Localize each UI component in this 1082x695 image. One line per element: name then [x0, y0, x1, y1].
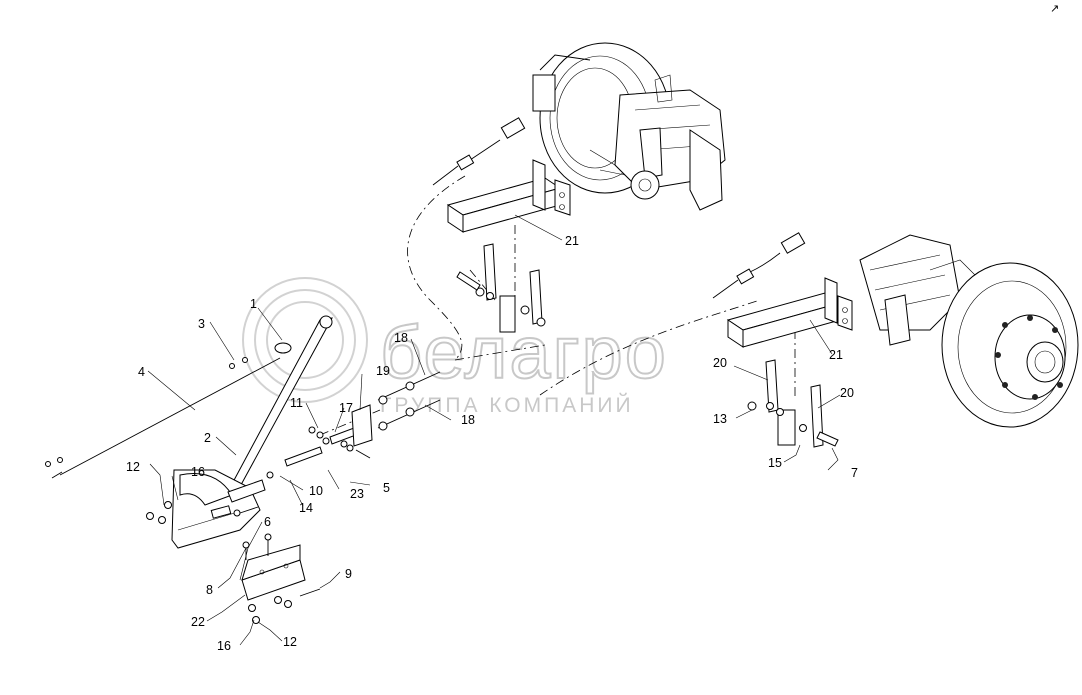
brake-lever-assembly — [146, 315, 333, 549]
callout-21-lower: 21 — [829, 348, 843, 362]
callout-18-upper: 18 — [394, 331, 408, 345]
callout-15: 15 — [768, 456, 782, 470]
callout-12-lower: 12 — [283, 635, 297, 649]
callout-18-lower: 18 — [461, 413, 475, 427]
callout-23: 23 — [350, 487, 364, 501]
callout-9: 9 — [345, 567, 352, 581]
callout-11: 11 — [290, 396, 303, 410]
control-cable — [45, 342, 292, 479]
corner-mark: ↗ — [1050, 2, 1059, 15]
upper-axle-assembly — [532, 42, 726, 211]
callout-labels: 1 2 3 4 5 6 7 8 9 10 11 12 12 13 14 15 1… — [126, 234, 858, 653]
bracket-upper — [446, 159, 571, 233]
callout-16-upper: 16 — [191, 465, 205, 479]
callout-7: 7 — [851, 466, 858, 480]
callout-19: 19 — [376, 364, 390, 378]
linkage-lower — [747, 359, 839, 448]
callout-1: 1 — [250, 297, 257, 311]
brand-watermark: белагро ГРУППА КОМПАНИЙ — [242, 277, 668, 417]
lower-axle-assembly — [859, 234, 1079, 428]
callout-16-lower: 16 — [217, 639, 231, 653]
sensor-cable-lower — [712, 232, 806, 299]
callout-21-upper: 21 — [565, 234, 579, 248]
sensor-cable-upper — [432, 117, 526, 186]
callout-22: 22 — [191, 615, 205, 629]
watermark-brand: белагро — [380, 311, 668, 394]
bracket-lower — [726, 277, 853, 348]
callout-4: 4 — [138, 365, 145, 379]
callout-13: 13 — [713, 412, 727, 426]
callout-20-left: 20 — [713, 356, 727, 370]
callout-5: 5 — [383, 481, 390, 495]
center-shaft — [266, 371, 441, 479]
callout-20-right: 20 — [840, 386, 854, 400]
linkage-upper — [456, 243, 546, 333]
callout-2: 2 — [204, 431, 211, 445]
leader-lines — [147, 214, 841, 646]
mounting-bracket — [241, 533, 321, 624]
callout-6: 6 — [264, 515, 271, 529]
callout-17: 17 — [339, 401, 353, 415]
callout-14: 14 — [299, 501, 313, 515]
callout-10: 10 — [309, 484, 323, 498]
watermark-subtitle: ГРУППА КОМПАНИЙ — [380, 393, 634, 417]
callout-3: 3 — [198, 317, 205, 331]
callout-12-upper: 12 — [126, 460, 140, 474]
callout-8: 8 — [206, 583, 213, 597]
